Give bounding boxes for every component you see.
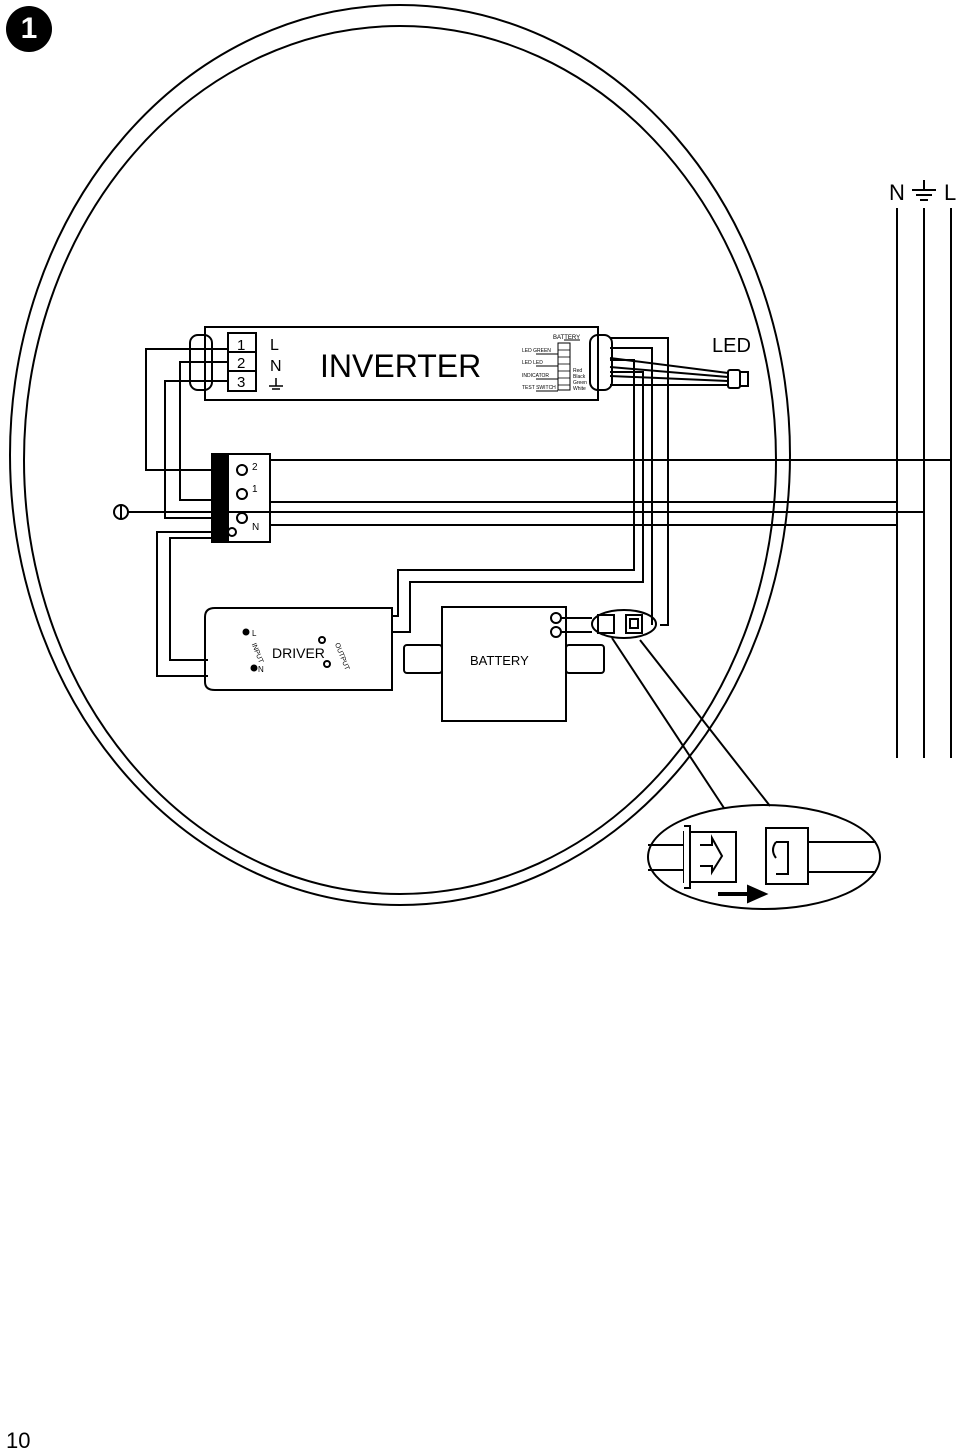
mains-supply: N L (889, 180, 956, 758)
step-badge: 1 (6, 6, 52, 52)
mains-feed-wires (128, 459, 951, 526)
inverter-port-test-switch: TEST SWITCH (522, 385, 556, 391)
wire-color-red: Red (573, 368, 582, 374)
driver-wires (156, 531, 212, 677)
connector-detail-callout (647, 804, 881, 910)
battery-plug-connector (591, 609, 657, 639)
driver-input-label: INPUT (250, 642, 265, 665)
ground-point-icon (113, 504, 129, 520)
driver-n-label: N (258, 665, 264, 674)
inverter-battery-label: BATTERY (553, 335, 580, 341)
battery-box: BATTERY (403, 606, 605, 722)
wire-color-black: Black (573, 374, 586, 380)
inverter-port-led: LED LED (522, 360, 543, 366)
mains-n-label: N (889, 180, 905, 205)
inverter-terminal-3: 3 (237, 374, 245, 391)
mains-l-label: L (944, 180, 956, 205)
battery-wires (392, 337, 669, 633)
inverter-module: 1 2 3 L N INVERTER BATTERY LED GREEN LED… (189, 326, 613, 401)
driver-output-label: OUTPUT (333, 642, 351, 672)
page-number: 10 (6, 1428, 31, 1453)
inverter-terminal-1: 1 (237, 337, 245, 354)
driver-title: DRIVER (272, 645, 325, 661)
driver-module: DRIVER L N INPUT OUTPUT (204, 607, 393, 691)
terminal-block: 2 1 N (211, 453, 271, 543)
terminal-label-2: 2 (252, 462, 258, 473)
wire-color-white: White (573, 386, 586, 392)
terminal-label-n: N (252, 522, 259, 533)
fixture-outer-ring (9, 4, 791, 906)
led-connector-icon (727, 369, 749, 389)
driver-l-label: L (252, 629, 257, 638)
led-label: LED (712, 335, 751, 357)
battery-title: BATTERY (470, 653, 529, 668)
inverter-l-label: L (270, 337, 279, 354)
arrow-right-icon (718, 884, 769, 904)
inverter-port-indicator: INDICATOR (522, 373, 549, 379)
inverter-port-led-green: LED GREEN (522, 348, 551, 354)
inverter-mains-wires (145, 348, 228, 519)
terminal-label-1: 1 (252, 484, 258, 495)
inverter-n-label: N (270, 358, 282, 375)
earth-icon (269, 378, 283, 390)
earth-symbol-icon (912, 180, 936, 201)
wire-color-green: Green (573, 380, 587, 386)
inverter-terminal-2: 2 (237, 355, 245, 372)
inverter-title: INVERTER (320, 348, 481, 384)
